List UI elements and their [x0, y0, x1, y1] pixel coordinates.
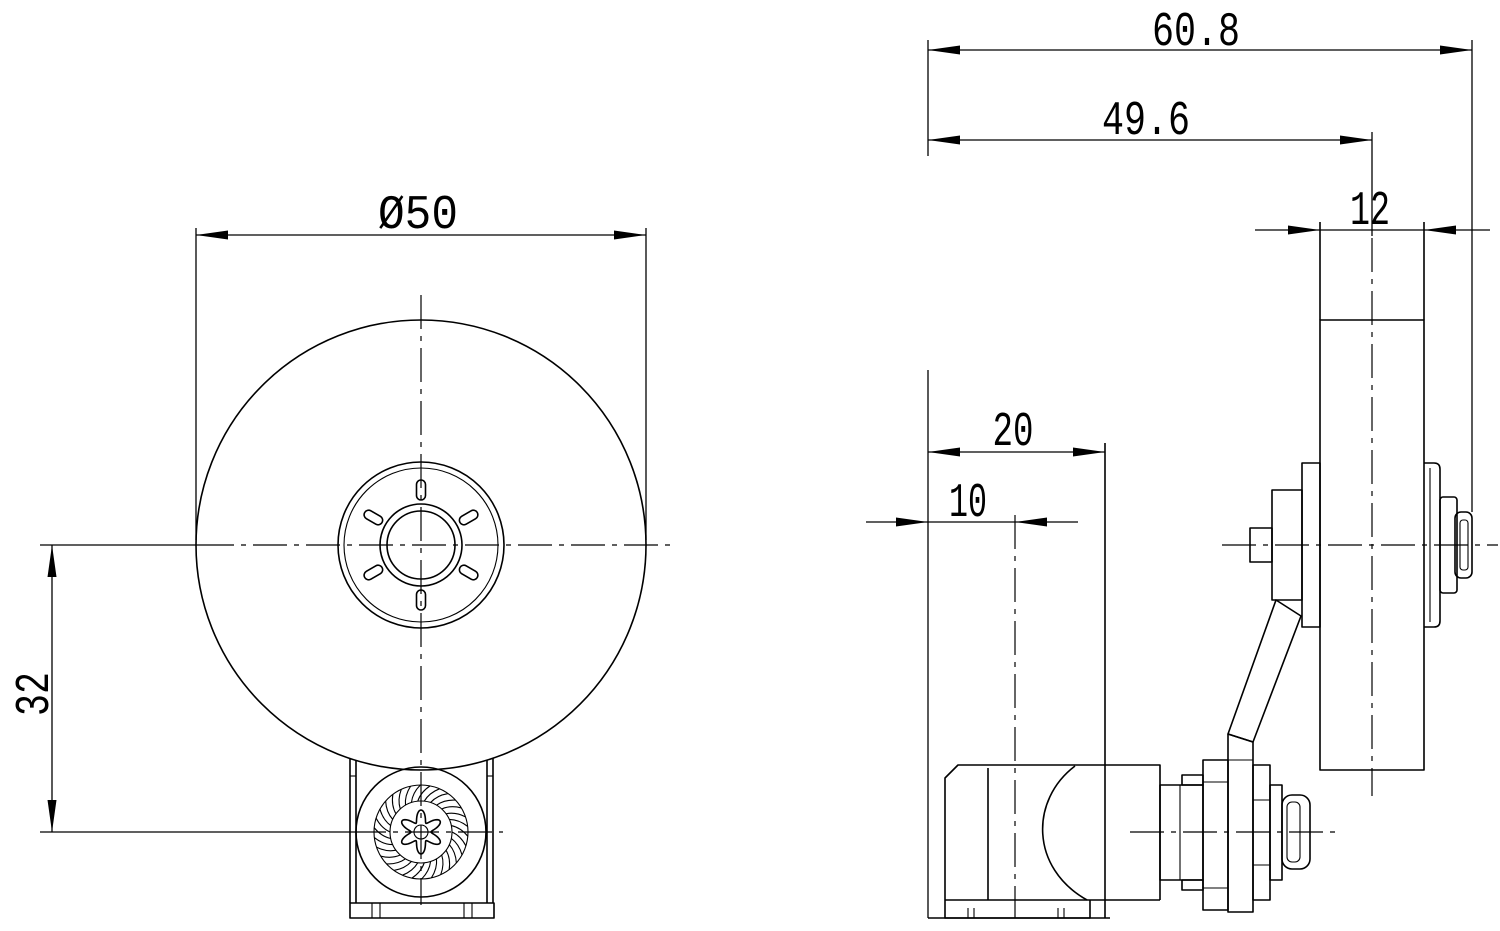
dimension-middle-label: 20: [993, 406, 1034, 460]
dimension-width: 12: [1255, 185, 1490, 239]
hub-slot: [363, 509, 384, 526]
dimension-second: 49.6: [928, 95, 1372, 149]
base-plate: [349, 902, 495, 919]
axle-nut-inner: [1459, 519, 1469, 571]
hub-inner-ring: [343, 467, 499, 623]
serration-tooth: [421, 861, 432, 880]
serration-tooth: [430, 858, 438, 879]
serration-tooth: [449, 818, 469, 827]
switch-body-outline: [944, 764, 1161, 900]
serration-tooth: [451, 831, 467, 847]
serration-tooth: [398, 789, 402, 810]
axle-bolt-left: [1249, 527, 1273, 563]
height-dimension: 32: [9, 544, 503, 833]
serration-tooth: [411, 862, 425, 879]
serration-tooth: [380, 854, 401, 858]
serration-tooth: [402, 862, 419, 876]
axle-nut: [1454, 511, 1473, 579]
roller-hub: [337, 461, 505, 629]
axle-bolt-right: [1439, 496, 1458, 594]
dimension-width-label: 12: [1350, 185, 1390, 239]
dimension-middle: 20: [928, 406, 1105, 460]
serration-tooth: [404, 785, 412, 806]
serration-tooth: [448, 844, 457, 863]
diameter-label: Ø50: [378, 189, 458, 243]
switch-body-feet: [944, 900, 1091, 919]
front-base: [349, 902, 495, 919]
hub-slot: [415, 479, 427, 501]
actuator-shaft-front: [355, 766, 487, 898]
serration-tooth: [375, 817, 391, 833]
height-label: 32: [9, 672, 63, 716]
serration-tooth: [445, 812, 466, 818]
dimension-top-arrow-right: [1440, 45, 1472, 55]
switch-body-side: [928, 764, 1161, 919]
serration-tooth: [423, 788, 440, 802]
lever-arm-side: [1159, 599, 1311, 913]
lever-arm: [1227, 599, 1302, 743]
dimension-width-arrow-right: [1424, 225, 1456, 235]
dimension-small-arrow-left: [896, 517, 928, 527]
serration-tooth: [451, 825, 469, 837]
dimension-second-label: 49.6: [1102, 95, 1190, 149]
hub-slots: [363, 479, 479, 611]
switch-body-cutout: [1041, 765, 1088, 901]
dimension-small: 10: [866, 477, 1078, 531]
serration-tooth: [391, 794, 397, 815]
diameter-arrow-left: [196, 230, 228, 240]
diameter-arrow-right: [614, 230, 646, 240]
shaft-collar-top: [1181, 774, 1204, 786]
dimension-small-arrow-right: [1015, 517, 1047, 527]
bore-outer-circle: [379, 503, 463, 587]
front-view: Ø50 32: [9, 189, 672, 919]
hub-slot: [363, 564, 384, 581]
serration-tooth: [385, 801, 394, 820]
serration-teeth: [373, 784, 469, 880]
serration-tooth: [445, 849, 451, 870]
dimension-top-arrow-left: [928, 45, 960, 55]
shaft-collar-bottom: [1181, 879, 1204, 891]
serration-tooth: [440, 854, 444, 875]
dimension-second-arrow-right: [1340, 135, 1372, 145]
cap-nut: [1281, 794, 1311, 870]
height-arrow-top: [47, 545, 57, 577]
side-view: 60.8 49.6 12 20 10: [866, 6, 1498, 919]
dimension-width-arrow-left: [1288, 225, 1320, 235]
serration-tooth: [450, 838, 463, 856]
serration-tooth: [376, 846, 397, 852]
dimension-second-arrow-left: [928, 135, 960, 145]
serration-tooth: [373, 827, 391, 839]
hub-outer-ring: [337, 461, 505, 629]
serration-tooth: [379, 808, 392, 826]
height-arrow-bottom: [47, 800, 57, 832]
serration-tooth: [386, 858, 406, 865]
dimension-small-label: 10: [949, 477, 987, 531]
dimension-top-label: 60.8: [1152, 6, 1240, 60]
serration-tooth: [417, 785, 431, 802]
dimension-middle-arrow-right: [1073, 447, 1105, 457]
hub-slot: [458, 564, 479, 581]
serration-tooth: [441, 806, 462, 810]
serration-tooth: [430, 793, 449, 803]
serration-tooth: [373, 837, 393, 846]
serration-tooth: [393, 861, 412, 871]
bore-inner-circle: [386, 510, 456, 580]
roller-side: [1249, 319, 1473, 771]
serration-tooth: [410, 784, 421, 803]
hub-slot: [415, 589, 427, 611]
dimension-top: 60.8: [928, 6, 1472, 60]
dimension-middle-arrow-left: [928, 447, 960, 457]
cap-nut-inner: [1286, 801, 1301, 863]
diameter-dimension: Ø50: [195, 189, 647, 540]
serration-tooth: [436, 799, 456, 806]
lever-plate: [1227, 733, 1254, 913]
hub-slot: [458, 509, 479, 526]
